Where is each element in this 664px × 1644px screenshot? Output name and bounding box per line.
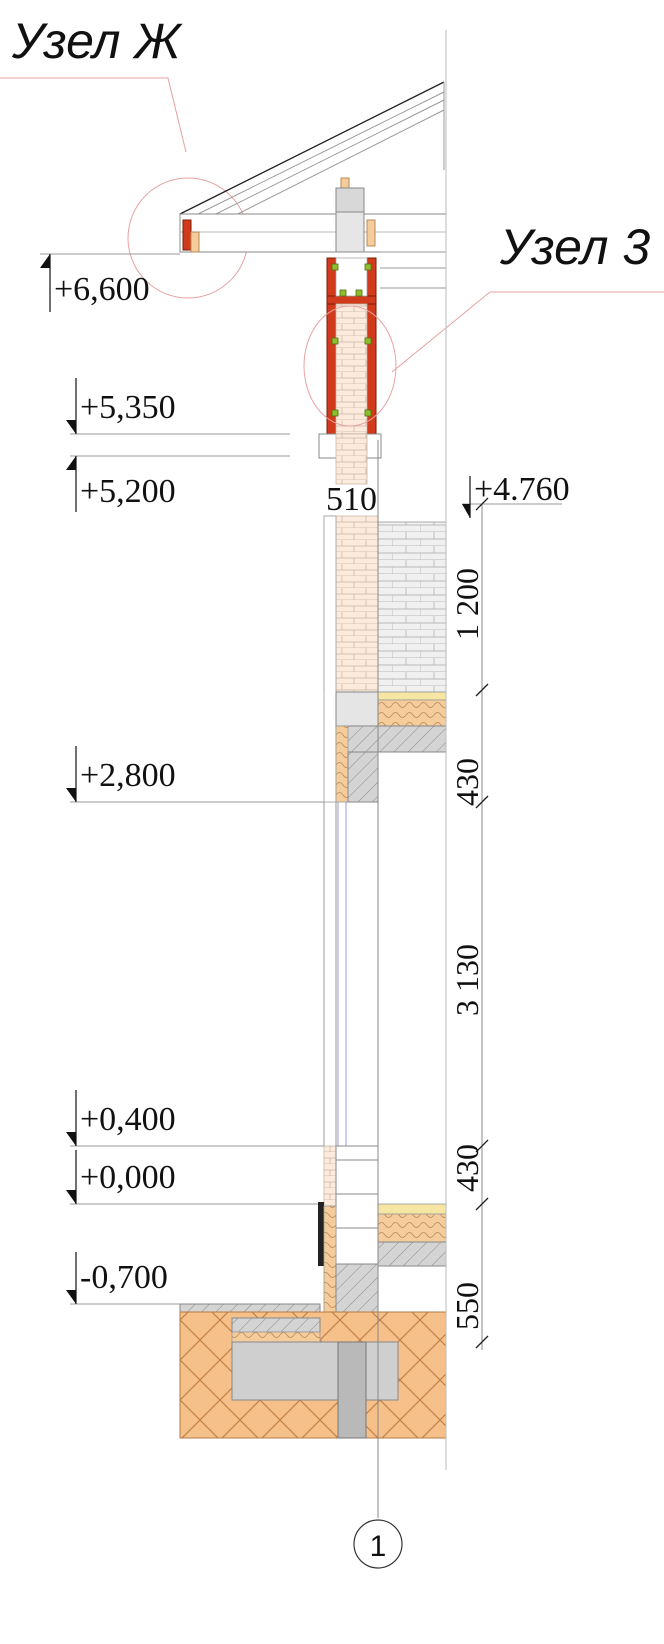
node-z-leader [391, 291, 664, 373]
node-z-title: Узел 3 [499, 219, 650, 275]
level-text-2800: +2,800 [80, 757, 176, 794]
level-text-0400: +0,400 [80, 1101, 176, 1138]
attic-wall [318, 187, 382, 485]
level-text-5200: +5,200 [80, 473, 176, 510]
level-mark-0400: +0,400 [66, 1090, 324, 1147]
level-text-6600: +6,600 [54, 271, 150, 308]
dimension-chain: 1 200 430 3 130 430 550 [449, 497, 489, 1350]
level-mark-5200: +5,200 [66, 455, 290, 512]
node-z-callout-circle [303, 305, 397, 427]
dim-text-1200: 1 200 [449, 568, 485, 640]
axis-marker [353, 1519, 403, 1569]
level-mark-5350: +5,350 [66, 378, 290, 435]
node-zh-title: Узел Ж [11, 13, 183, 69]
node-zh-leader [0, 77, 187, 153]
dim-text-430-lower: 430 [449, 1144, 485, 1192]
level-mark-6600: +6,600 [40, 253, 180, 312]
level-mark-4760: +4.760 [462, 471, 570, 518]
level-mark-2800: +2,800 [66, 746, 324, 803]
level-text-5350: +5,350 [80, 389, 176, 426]
dim-text-3130: 3 130 [449, 944, 485, 1016]
second-floor-wall [323, 515, 447, 803]
dim-text-550: 550 [449, 1282, 485, 1330]
roof [179, 81, 447, 289]
window-opening [323, 802, 379, 1146]
level-text-4760: +4.760 [474, 471, 570, 508]
level-text-m0700: -0,700 [80, 1259, 168, 1296]
axis-label: 1 [370, 1530, 387, 1563]
wall-thickness-label: 510 [326, 481, 377, 518]
level-mark-m0700: -0,700 [66, 1252, 180, 1305]
dim-text-430-upper: 430 [449, 758, 485, 806]
level-text-0000: +0,000 [80, 1159, 176, 1196]
foundation [179, 1145, 447, 1439]
level-mark-0000: +0,000 [66, 1150, 318, 1205]
